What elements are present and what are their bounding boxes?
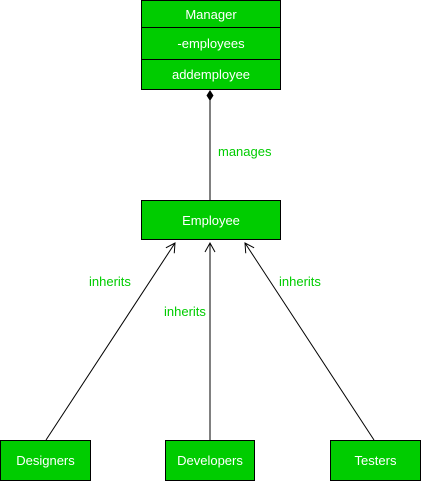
manager-method: addemployee — [171, 66, 251, 82]
manager-class-name: Manager — [142, 1, 280, 28]
testers-class-name: Testers — [354, 453, 397, 468]
manages-label: manages — [218, 144, 272, 159]
manages-connector — [206, 90, 214, 200]
manager-attribute: -employees — [142, 27, 280, 60]
developers-class-name: Developers — [177, 453, 243, 468]
designers-class-node[interactable]: Designers — [0, 440, 91, 481]
developers-class-node[interactable]: Developers — [165, 440, 255, 481]
designers-class-name: Designers — [16, 453, 75, 468]
inherits-testers-line — [244, 242, 375, 441]
employee-class-node[interactable]: Employee — [141, 200, 281, 240]
inherits-testers-label: inherits — [279, 274, 321, 289]
manager-class-node[interactable]: Manager -employees addemployee — [141, 0, 281, 90]
inherits-designers-label: inherits — [89, 274, 131, 289]
inherits-developers-label: inherits — [164, 304, 206, 319]
composition-diamond-icon — [206, 90, 214, 101]
testers-class-node[interactable]: Testers — [330, 440, 421, 481]
inherits-designers-line — [45, 242, 176, 441]
employee-class-name: Employee — [182, 212, 240, 228]
